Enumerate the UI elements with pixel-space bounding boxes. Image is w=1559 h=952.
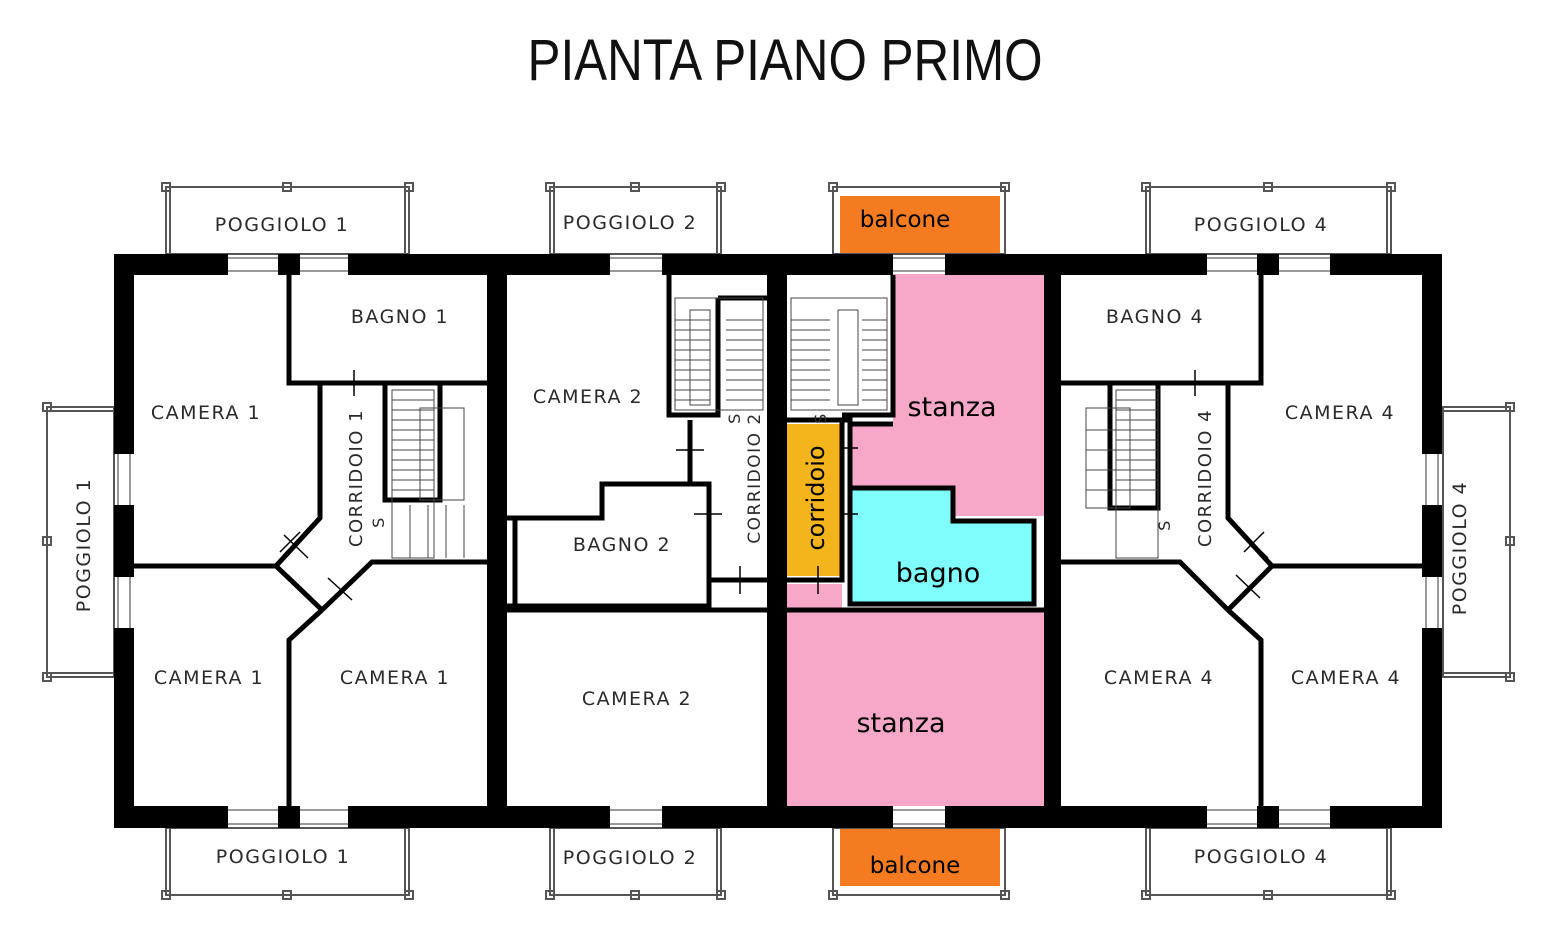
label-camera-4-c: CAMERA 4 [1291,667,1401,689]
outer-walls [114,254,1442,828]
label-camera-4-b: CAMERA 4 [1104,667,1214,689]
label-corridoio-4: CORRIDOIO 4 [1195,409,1216,547]
label-poggiolo-1-bottom: POGGIOLO 1 [216,846,350,868]
label-poggiolo-4-top: POGGIOLO 4 [1194,214,1328,236]
balcone-top-fill [840,196,1000,254]
label-camera-1-a: CAMERA 1 [151,402,261,424]
label-poggiolo-4-side: POGGIOLO 4 [1449,481,1471,615]
label-bagno: bagno [896,558,980,589]
room-labels: POGGIOLO 1 POGGIOLO 2 POGGIOLO 4 POGGIOL… [73,212,1471,869]
stair-mark-4: S [1155,519,1174,531]
label-bagno-2: BAGNO 2 [573,534,671,556]
label-camera-4-a: CAMERA 4 [1285,402,1395,424]
label-bagno-1: BAGNO 1 [351,306,449,328]
stair-mark-1: S [369,516,388,528]
label-camera-1-c: CAMERA 1 [340,667,450,689]
balcone-bottom-fill [840,828,1000,886]
label-balcone-bottom: balcone [870,853,961,879]
label-poggiolo-4-bottom: POGGIOLO 4 [1194,846,1328,868]
label-corridoio-2: CORRIDOIO 2 [745,412,765,543]
label-poggiolo-2-bottom: POGGIOLO 2 [563,847,697,869]
label-balcone-top: balcone [860,207,951,233]
label-camera-1-b: CAMERA 1 [154,667,264,689]
stanza-bottom-fill [787,584,1044,806]
corridoio-fill [787,424,842,576]
label-camera-2-b: CAMERA 2 [582,688,692,710]
bagno-fill [850,488,1034,604]
label-poggiolo-1-top: POGGIOLO 1 [215,214,349,236]
window-lines [117,257,1439,825]
label-corridoio: corridoio [802,445,830,550]
label-poggiolo-1-side: POGGIOLO 1 [73,478,95,612]
highlight-labels: balcone balcone stanza stanza bagno corr… [802,207,997,879]
door-marks [279,370,1269,601]
label-camera-2-a: CAMERA 2 [533,386,643,408]
stair-mark-3: S [811,412,830,424]
stanza-top-fill [850,274,1044,516]
plan-title: PIANTA PIANO PRIMO [528,28,1043,93]
label-bagno-4: BAGNO 4 [1106,306,1204,328]
stair-mark-2: S [725,412,744,424]
label-corridoio-1: CORRIDOIO 1 [346,409,367,547]
label-stanza-top: stanza [907,392,996,423]
stairs [391,297,1159,559]
label-poggiolo-2-top: POGGIOLO 2 [563,212,697,234]
label-stanza-bottom: stanza [856,708,945,739]
